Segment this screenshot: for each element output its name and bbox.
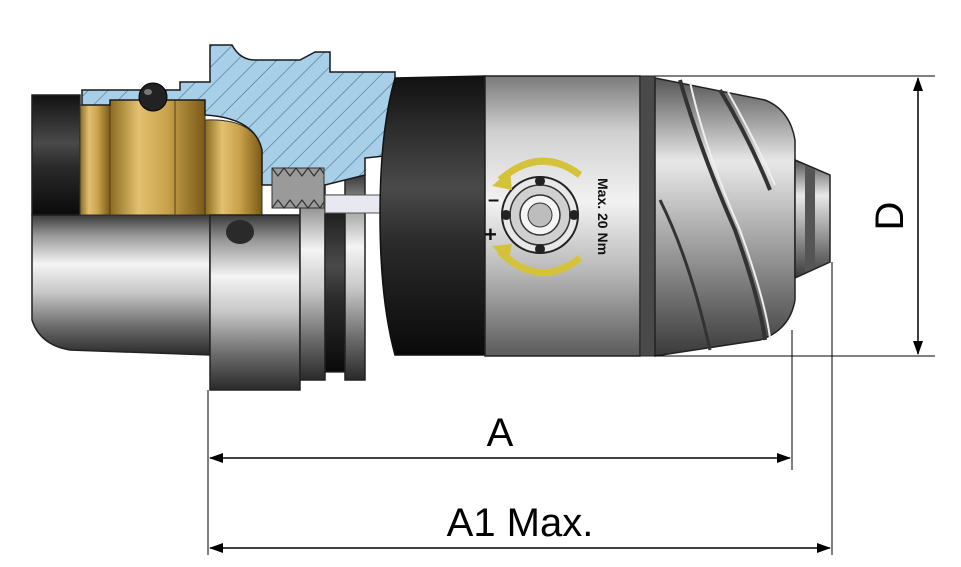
dimension-lines: A A1 Max. D <box>207 75 935 555</box>
dimension-a1-label: A1 Max. <box>447 501 594 545</box>
drive-slot <box>226 220 254 244</box>
shank <box>31 94 366 391</box>
pin-hole <box>569 210 579 220</box>
torque-label: Max. 20 Nm <box>595 178 611 255</box>
pin-hole <box>535 244 545 254</box>
dimension-d-label: D <box>868 202 912 231</box>
clamp-ring <box>379 75 486 356</box>
pin-hole <box>535 176 545 186</box>
plus-sign: + <box>484 222 497 247</box>
pin-hole <box>501 210 511 220</box>
dimension-a-label: A <box>487 411 514 455</box>
torque-dial: – + Max. 20 Nm <box>484 157 611 276</box>
nose-sleeve <box>654 77 831 357</box>
thread <box>271 166 325 210</box>
minus-sign: – <box>488 189 499 211</box>
ball-detent <box>138 82 168 112</box>
section-view <box>81 44 396 214</box>
